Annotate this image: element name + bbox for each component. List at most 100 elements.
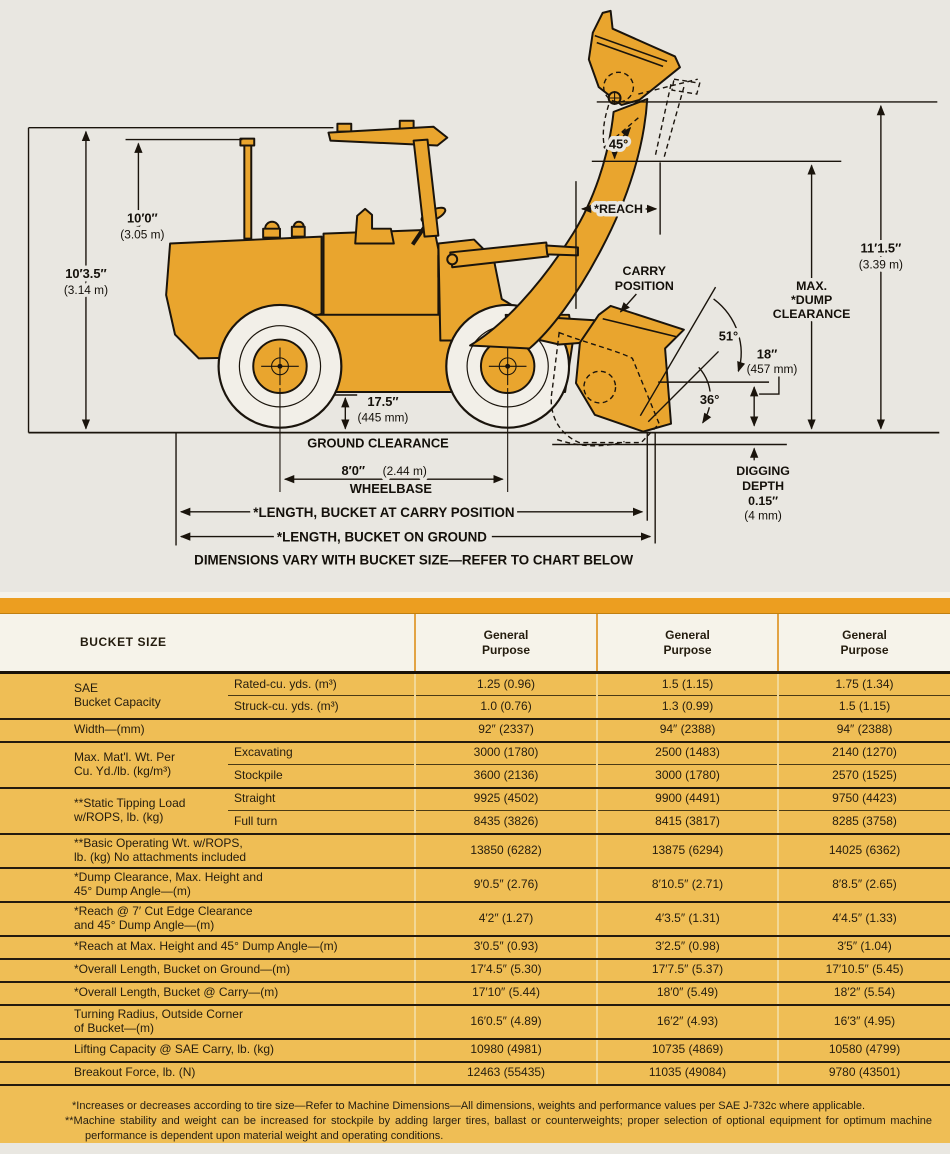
row-sublabel: Struck-cu. yds. (m³)	[228, 695, 416, 720]
row-sublabel: Stockpile	[228, 764, 416, 789]
dim-cut-edge-mm: (457 mm)	[747, 362, 798, 376]
footnote: **Machine stability and weight can be in…	[65, 1115, 932, 1142]
dim-wheelbase-m: (2.44 m)	[383, 464, 427, 478]
cell-value: 1.5 (1.15)	[777, 695, 950, 720]
cell-value: 3′0.5″ (0.93)	[414, 935, 598, 960]
dim-gc-mm: (445 mm)	[358, 411, 409, 425]
cell-value: 10980 (4981)	[414, 1038, 598, 1063]
cell-value: 10735 (4869)	[596, 1038, 779, 1063]
table-row: Struck-cu. yds. (m³) 1.0 (0.76) 1.3 (0.9…	[0, 695, 950, 720]
cell-value: 94″ (2388)	[777, 718, 950, 743]
row-sublabel: Excavating	[228, 741, 416, 765]
cell-value: 1.3 (0.99)	[596, 695, 779, 720]
cell-value: 3000 (1780)	[596, 764, 779, 789]
row-label: **Basic Operating Wt. w/ROPS,lb. (kg) No…	[0, 833, 416, 869]
dim-height-overall-m: (3.14 m)	[64, 283, 108, 297]
label-max-dump-3: CLEARANCE	[773, 307, 851, 321]
cell-value: 12463 (55435)	[414, 1061, 598, 1086]
table-row: *Overall Length, Bucket @ Carry—(m) 17′1…	[0, 981, 950, 1006]
cell-value: 16′3″ (4.95)	[777, 1004, 950, 1040]
cell-value: 9′0.5″ (2.76)	[414, 867, 598, 903]
cell-value: 16′0.5″ (4.89)	[414, 1004, 598, 1040]
table-row: *Reach at Max. Height and 45° Dump Angle…	[0, 935, 950, 960]
cell-value: 3600 (2136)	[414, 764, 598, 789]
label-ground-clearance: GROUND CLEARANCE	[307, 435, 449, 450]
column-header: General Purpose	[596, 614, 779, 674]
cell-value: 16′2″ (4.93)	[596, 1004, 779, 1040]
label-carry-1: CARRY	[623, 264, 667, 278]
cell-value: 3′5″ (1.04)	[777, 935, 950, 960]
cell-value: 8′10.5″ (2.71)	[596, 867, 779, 903]
dimension-lines	[27, 101, 940, 546]
cell-value: 4′4.5″ (1.33)	[777, 901, 950, 937]
cell-value: 1.0 (0.76)	[414, 695, 598, 720]
table-row: *Overall Length, Bucket on Ground—(m) 17…	[0, 958, 950, 983]
table-row: Width—(mm) 92″ (2337) 94″ (2388) 94″ (23…	[0, 718, 950, 743]
row-sublabel: Full turn	[228, 810, 416, 835]
dim-height-overall-ft: 10′3.5″	[65, 266, 106, 281]
table-row: Full turn 8435 (3826) 8415 (3817) 8285 (…	[0, 810, 950, 835]
table-row: Stockpile 3600 (2136) 3000 (1780) 2570 (…	[0, 764, 950, 789]
row-label: Breakout Force, lb. (N)	[0, 1061, 416, 1086]
row-label: *Overall Length, Bucket @ Carry—(m)	[0, 981, 416, 1006]
cell-value: 13875 (6294)	[596, 833, 779, 869]
cell-value: 3′2.5″ (0.98)	[596, 935, 779, 960]
row-sublabel: Rated-cu. yds. (m³)	[228, 672, 416, 696]
row-label: Width—(mm)	[0, 718, 416, 743]
cell-value: 2500 (1483)	[596, 741, 779, 765]
cell-value: 9900 (4491)	[596, 787, 779, 811]
cell-value: 10580 (4799)	[777, 1038, 950, 1063]
diagram-caption: DIMENSIONS VARY WITH BUCKET SIZE—REFER T…	[194, 552, 633, 567]
wheel-loader-illustration	[165, 9, 701, 447]
footnotes: *Increases or decreases according to tir…	[0, 1086, 950, 1144]
dim-height-max-m: (3.39 m)	[859, 257, 903, 271]
cell-value: 1.75 (1.34)	[777, 672, 950, 696]
cell-value: 8415 (3817)	[596, 810, 779, 835]
label-length-ground: *LENGTH, BUCKET ON GROUND	[277, 530, 487, 545]
footnote: *Increases or decreases according to tir…	[72, 1099, 865, 1112]
dim-height-max-ft: 11′1.5″	[861, 240, 902, 255]
cell-value: 1.25 (0.96)	[414, 672, 598, 696]
cell-value: 2140 (1270)	[777, 741, 950, 765]
dim-digging-in: 0.15″	[748, 494, 778, 508]
table-row: **Basic Operating Wt. w/ROPS,lb. (kg) No…	[0, 833, 950, 869]
cell-value: 4′3.5″ (1.31)	[596, 901, 779, 937]
table-row: Breakout Force, lb. (N) 12463 (55435) 11…	[0, 1061, 950, 1086]
label-max-dump-1: MAX.	[796, 279, 827, 293]
orange-band	[0, 598, 950, 614]
cell-value: 13850 (6282)	[414, 833, 598, 869]
dim-wheelbase-ft: 8′0″	[341, 463, 365, 478]
label-reach: *REACH	[594, 202, 643, 216]
dim-dig-angle: 36°	[700, 392, 719, 407]
spec-section: BUCKET SIZE General Purpose General Purp…	[0, 614, 950, 1144]
dim-dump-angle: 45°	[609, 136, 628, 151]
cell-value: 4′2″ (1.27)	[414, 901, 598, 937]
dim-digging-mm: (4 mm)	[744, 509, 782, 523]
table-title: BUCKET SIZE	[0, 614, 416, 674]
row-sublabel: Straight	[228, 787, 416, 811]
cell-value: 14025 (6362)	[777, 833, 950, 869]
cell-value: 17′7.5″ (5.37)	[596, 958, 779, 983]
cell-value: 9750 (4423)	[777, 787, 950, 811]
dim-gc-in: 17.5″	[367, 394, 398, 409]
cell-value: 9780 (43501)	[777, 1061, 950, 1086]
label-length-carry: *LENGTH, BUCKET AT CARRY POSITION	[253, 505, 514, 520]
cell-value: 8285 (3758)	[777, 810, 950, 835]
cell-value: 18′0″ (5.49)	[596, 981, 779, 1006]
cell-value: 3000 (1780)	[414, 741, 598, 765]
column-header: General Purpose	[777, 614, 950, 674]
cell-value: 18′2″ (5.54)	[777, 981, 950, 1006]
cell-value: 8′8.5″ (2.65)	[777, 867, 950, 903]
row-label: *Overall Length, Bucket on Ground—(m)	[0, 958, 416, 983]
label-carry-2: POSITION	[615, 279, 674, 293]
